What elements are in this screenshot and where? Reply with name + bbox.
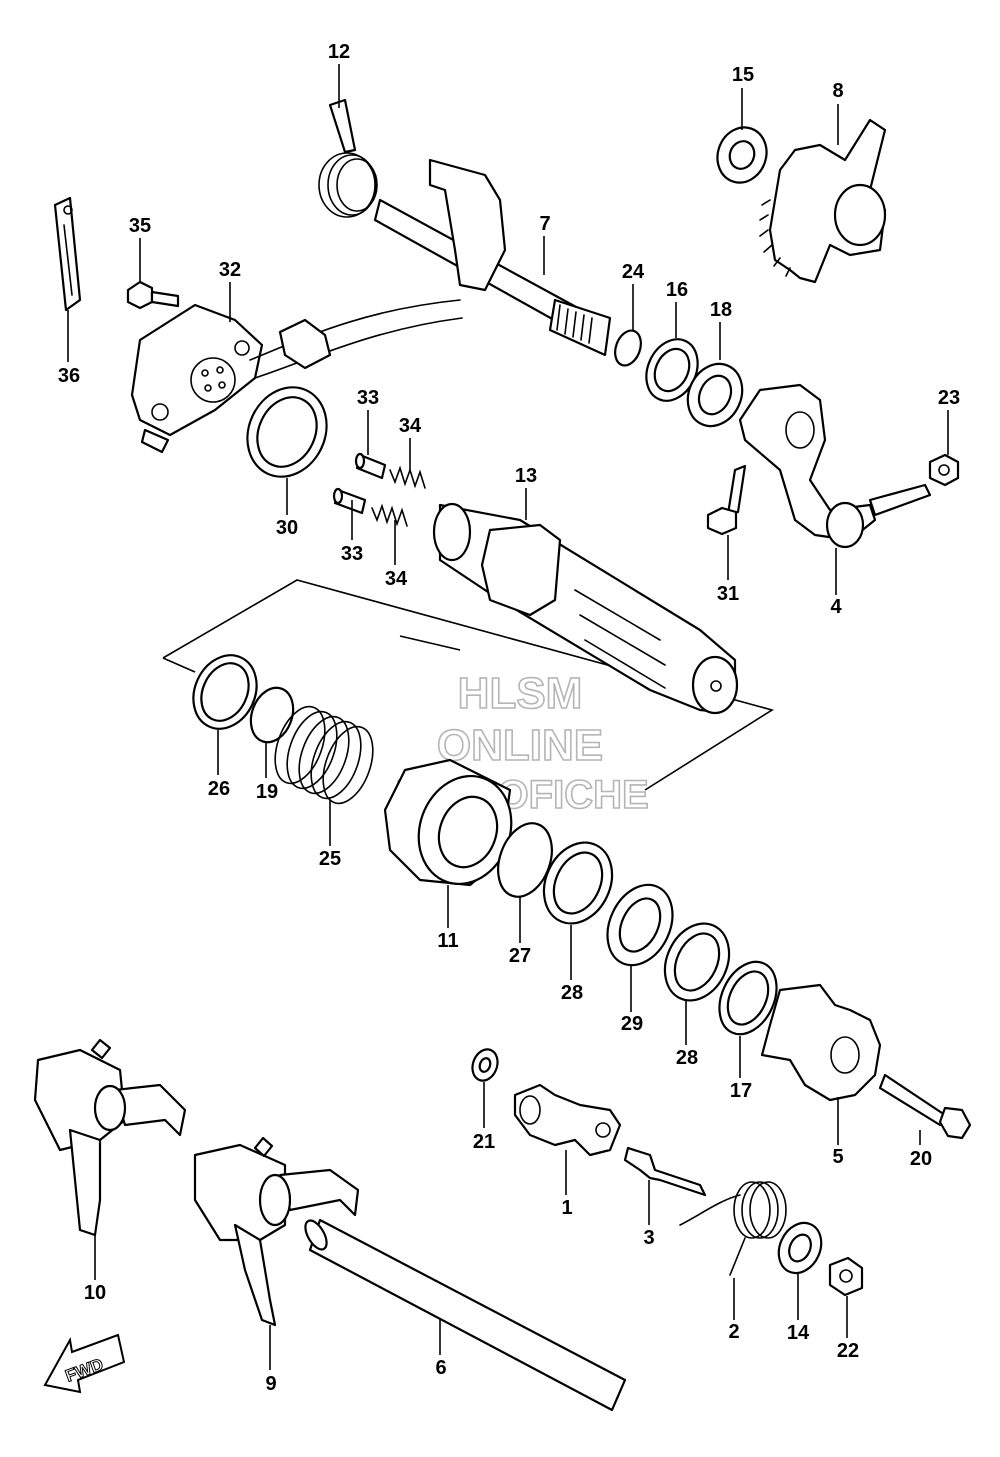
nut-22 bbox=[828, 1256, 864, 1297]
clamp-36 bbox=[53, 196, 82, 312]
callout-36: 36 bbox=[58, 365, 80, 387]
callout-7: 7 bbox=[539, 213, 550, 235]
callout-33b: 33 bbox=[341, 543, 363, 565]
callout-12: 12 bbox=[328, 41, 350, 63]
callout-22: 22 bbox=[837, 1340, 859, 1362]
callout-6: 6 bbox=[435, 1357, 446, 1379]
washer-17 bbox=[718, 960, 778, 1036]
lever-1 bbox=[513, 1083, 622, 1157]
callout-35: 35 bbox=[129, 215, 151, 237]
forward-direction-arrow: FWD bbox=[43, 1333, 126, 1394]
bolt-31 bbox=[706, 464, 747, 536]
callout-31: 31 bbox=[717, 583, 739, 605]
washer-28b bbox=[663, 922, 731, 1002]
plate-29 bbox=[606, 883, 674, 967]
callout-10: 10 bbox=[84, 1282, 106, 1304]
gear-position-switch-32 bbox=[130, 299, 463, 454]
callout-23: 23 bbox=[938, 387, 960, 409]
shaft-6 bbox=[304, 1218, 627, 1412]
spring-34a bbox=[389, 465, 426, 489]
washer-21 bbox=[471, 1048, 499, 1082]
shift-plate-8 bbox=[759, 118, 887, 284]
washer-30 bbox=[246, 386, 328, 478]
leader-lines bbox=[67, 64, 949, 1370]
callouts: 12 15 8 7 35 32 24 16 18 36 33 23 34 13 … bbox=[58, 41, 960, 1395]
callout-28b: 28 bbox=[676, 1047, 698, 1069]
shift-fork-9 bbox=[193, 1136, 360, 1327]
callout-13: 13 bbox=[515, 465, 537, 487]
callout-30: 30 bbox=[276, 517, 298, 539]
callout-32: 32 bbox=[219, 259, 241, 281]
shift-arm-4 bbox=[738, 383, 932, 549]
callout-34b: 34 bbox=[385, 568, 408, 590]
callout-15: 15 bbox=[732, 64, 754, 86]
collar-15 bbox=[716, 126, 768, 184]
neutral-pin-33a bbox=[354, 452, 387, 480]
washer-28a bbox=[542, 841, 614, 925]
bolt-35 bbox=[126, 280, 180, 310]
bearing-18 bbox=[686, 362, 744, 428]
spring-25 bbox=[274, 705, 374, 805]
callout-25: 25 bbox=[319, 848, 341, 870]
washer-14 bbox=[777, 1221, 823, 1275]
washer-16 bbox=[645, 338, 699, 402]
callout-14: 14 bbox=[787, 1322, 810, 1344]
callout-21: 21 bbox=[473, 1131, 495, 1153]
callout-2: 2 bbox=[728, 1321, 739, 1343]
watermark-line-1: HLSM bbox=[458, 669, 583, 718]
callout-19: 19 bbox=[256, 781, 278, 803]
callout-3: 3 bbox=[643, 1227, 654, 1249]
spring-12 bbox=[318, 98, 378, 218]
circlip-24 bbox=[614, 329, 642, 367]
shift-shaft-7 bbox=[373, 158, 612, 357]
callout-26: 26 bbox=[208, 778, 230, 800]
callout-33a: 33 bbox=[357, 387, 379, 409]
nut-23 bbox=[928, 453, 960, 487]
callout-1: 1 bbox=[561, 1197, 572, 1219]
spring-34b bbox=[371, 503, 408, 527]
callout-24: 24 bbox=[622, 261, 645, 283]
callout-18: 18 bbox=[710, 299, 732, 321]
callout-17: 17 bbox=[730, 1080, 752, 1102]
callout-8: 8 bbox=[832, 80, 843, 102]
callout-4: 4 bbox=[830, 596, 842, 618]
callout-16: 16 bbox=[666, 279, 688, 301]
gearshift-cam-13 bbox=[432, 502, 739, 715]
ring-26 bbox=[192, 654, 258, 730]
shift-fork-10 bbox=[33, 1038, 187, 1237]
callout-34a: 34 bbox=[399, 415, 422, 437]
callout-29: 29 bbox=[621, 1013, 643, 1035]
callout-11: 11 bbox=[437, 930, 458, 952]
drum-11 bbox=[383, 758, 513, 887]
assembly-bracket bbox=[162, 579, 774, 791]
callout-20: 20 bbox=[910, 1148, 932, 1170]
callout-28a: 28 bbox=[561, 982, 583, 1004]
callout-9: 9 bbox=[265, 1373, 276, 1395]
callout-27: 27 bbox=[509, 945, 531, 967]
stopper-plate-5 bbox=[760, 983, 882, 1102]
bolt-3 bbox=[623, 1146, 707, 1197]
watermark-line-2: ONLINE bbox=[437, 721, 603, 770]
spring-2 bbox=[679, 1181, 787, 1276]
bolt-20 bbox=[878, 1073, 972, 1140]
callout-5: 5 bbox=[832, 1146, 843, 1168]
neutral-pin-33b bbox=[332, 487, 367, 515]
